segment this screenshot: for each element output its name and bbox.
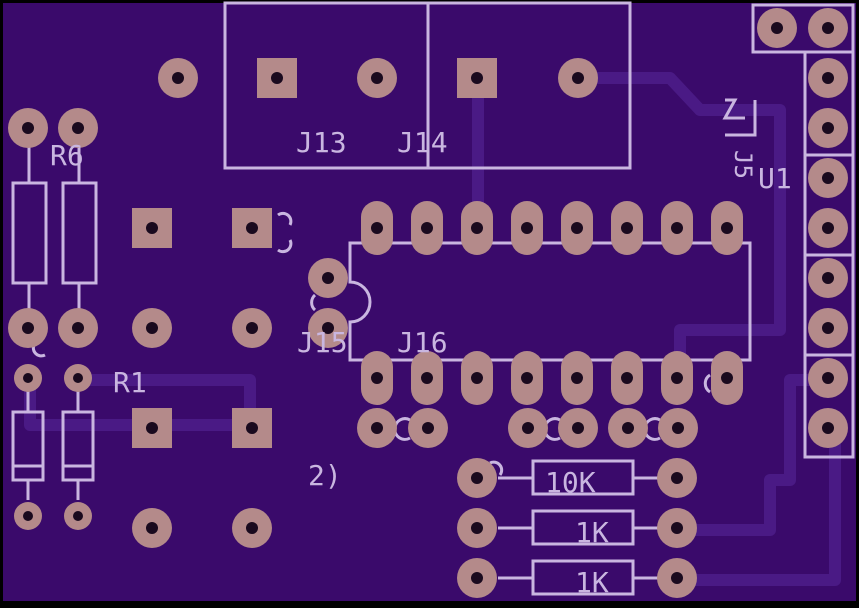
- pad-hole: [72, 322, 84, 334]
- pad-hole: [23, 373, 33, 383]
- pad-hole: [822, 222, 834, 234]
- pad-hole: [671, 572, 683, 584]
- pad-hole: [246, 522, 258, 534]
- pad-hole: [571, 222, 583, 234]
- pad-hole: [822, 72, 834, 84]
- pad-hole: [271, 72, 283, 84]
- pad-hole: [73, 373, 83, 383]
- pad-hole: [146, 422, 158, 434]
- pad-hole: [471, 72, 483, 84]
- pad-hole: [422, 422, 434, 434]
- label-c2: 2): [308, 459, 342, 492]
- pad-hole: [672, 422, 684, 434]
- pad-hole: [822, 372, 834, 384]
- pad-hole: [822, 22, 834, 34]
- pad-hole: [371, 372, 383, 384]
- pad-hole: [471, 222, 483, 234]
- pad-hole: [246, 322, 258, 334]
- pad-hole: [172, 72, 184, 84]
- pad-hole: [621, 372, 633, 384]
- cap-arc-6: [489, 460, 504, 476]
- pad-hole: [671, 472, 683, 484]
- pad-hole: [146, 522, 158, 534]
- silkscreen-labels: J13 J14 J15 J16 U1 R1 R6 2) 10K 1K 1K J5: [50, 126, 792, 599]
- square-pads: [132, 58, 497, 448]
- pad-hole: [671, 372, 683, 384]
- label-r1: R1: [113, 366, 147, 399]
- pad-hole: [146, 322, 158, 334]
- pad-hole: [671, 522, 683, 534]
- label-j13: J13: [296, 126, 347, 159]
- cap-arc-4: [703, 373, 711, 394]
- pad-hole: [471, 522, 483, 534]
- cap-arc-top: [277, 211, 293, 254]
- pad-hole: [246, 422, 258, 434]
- pad-hole: [822, 172, 834, 184]
- pad-hole: [322, 322, 334, 334]
- pad-hole: [572, 72, 584, 84]
- pad-hole: [621, 222, 633, 234]
- label-j5: J5: [729, 150, 757, 179]
- pad-hole: [822, 272, 834, 284]
- label-j16: J16: [397, 326, 448, 359]
- ic-pads: [361, 201, 743, 405]
- pad-hole: [22, 122, 34, 134]
- pad-hole: [23, 511, 33, 521]
- pad-hole: [522, 422, 534, 434]
- pad-hole: [421, 372, 433, 384]
- pad-hole: [521, 222, 533, 234]
- pad-hole: [572, 422, 584, 434]
- pad-hole: [671, 222, 683, 234]
- trace-j14-u1: [572, 72, 786, 384]
- pad-hole: [22, 322, 34, 334]
- j5-glyph-marks: [722, 98, 757, 137]
- label-u1: U1: [758, 162, 792, 195]
- label-r6: R6: [50, 139, 84, 172]
- pad-hole: [371, 422, 383, 434]
- trace-1k-a: [674, 374, 834, 536]
- pad-hole: [371, 222, 383, 234]
- pad-hole: [322, 272, 334, 284]
- pad-hole: [521, 372, 533, 384]
- silkscreen: [11, 1, 855, 596]
- pad-hole: [622, 422, 634, 434]
- pad-hole: [721, 222, 733, 234]
- ic-body-outline: [348, 241, 752, 362]
- round-pads: [8, 8, 848, 598]
- label-j15: J15: [297, 326, 348, 359]
- pad-hole: [822, 122, 834, 134]
- pad-hole: [471, 572, 483, 584]
- label-1k-b: 1K: [575, 566, 609, 599]
- label-1k-a: 1K: [575, 516, 609, 549]
- pad-hole: [721, 372, 733, 384]
- pad-hole: [421, 222, 433, 234]
- header-top-outline: [751, 3, 855, 54]
- pad-hole: [822, 422, 834, 434]
- pad-hole: [471, 472, 483, 484]
- pad-hole: [371, 72, 383, 84]
- pad-hole: [246, 222, 258, 234]
- pad-hole: [771, 22, 783, 34]
- label-10k: 10K: [545, 466, 596, 499]
- cap-arc-j15: [310, 293, 317, 312]
- pad-hole: [571, 372, 583, 384]
- pad-hole: [822, 322, 834, 334]
- pad-hole: [72, 122, 84, 134]
- pad-hole: [471, 372, 483, 384]
- pad-hole: [146, 222, 158, 234]
- label-j14: J14: [397, 126, 448, 159]
- pad-hole: [73, 511, 83, 521]
